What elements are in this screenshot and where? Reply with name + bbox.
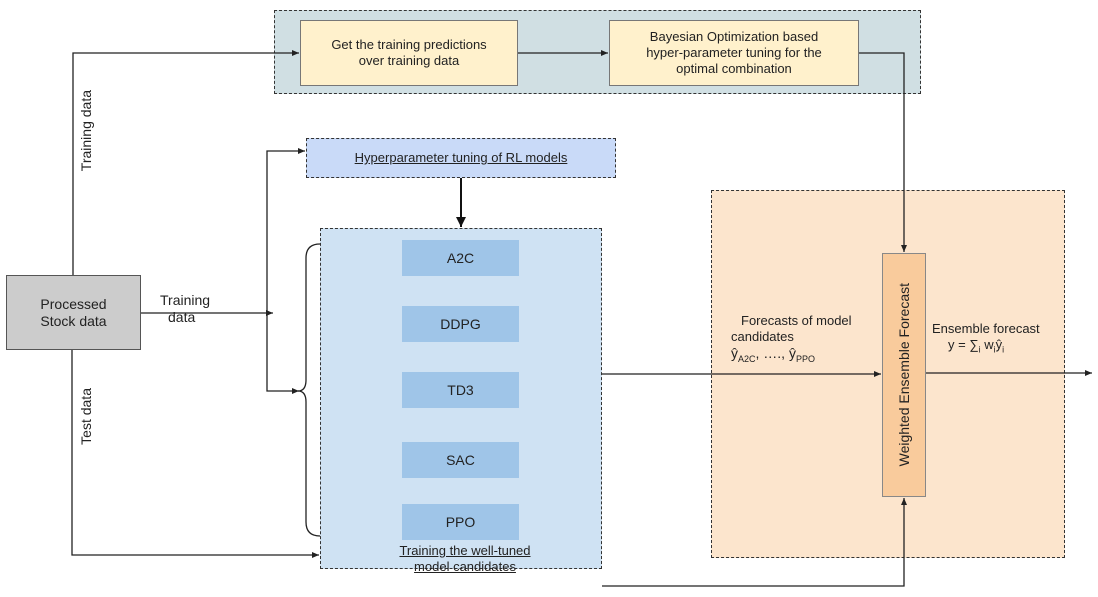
weighted-ensemble-forecast-box[interactable]: Weighted Ensemble Forecast	[882, 253, 926, 497]
model-ddpg-label: DDPG	[440, 315, 481, 332]
bayesian-line1: Bayesian Optimization based	[649, 29, 819, 44]
wire-test-data	[71, 350, 319, 558]
brace-icon	[297, 243, 321, 537]
formula-w-sub: i	[993, 344, 996, 355]
formula-w: w	[984, 337, 994, 352]
label-training-data-vertical: Training data	[78, 90, 98, 180]
forecasts-symbols: ŷA2C, …., ŷPPO	[731, 345, 881, 367]
ensemble-formula: y = ∑i wiŷi	[932, 337, 1062, 358]
wire-split-to-brace	[266, 313, 299, 394]
label-test-data-vertical: Test data	[78, 388, 98, 458]
model-a2c-label: A2C	[446, 249, 475, 266]
training-h-line2: data	[168, 309, 196, 325]
training-vertical-text: Training data	[78, 90, 94, 172]
formula-index: i	[978, 344, 981, 355]
ensemble-output-label: Ensemble forecast y = ∑i wiŷi	[932, 321, 1062, 358]
caption-line2: model candidates	[414, 559, 516, 574]
forecasts-line2: candidates	[731, 329, 794, 344]
y-hat-first-sub: A2C	[738, 353, 756, 364]
model-sac[interactable]: SAC	[402, 442, 519, 478]
ensemble-output-text: Ensemble forecast	[932, 321, 1040, 336]
label-training-data-horizontal: Training data	[160, 292, 230, 326]
forecasts-separator: , ….,	[755, 345, 786, 361]
wire-models-bottom-to-ensemble	[602, 498, 907, 587]
training-h-line1: Training	[160, 292, 211, 308]
processed-stock-data-box[interactable]: Processed Stock data	[6, 275, 141, 350]
forecasts-line1: Forecasts of model	[741, 313, 852, 328]
wire-training-to-top	[72, 50, 299, 275]
model-ppo[interactable]: PPO	[402, 504, 519, 540]
model-ddpg[interactable]: DDPG	[402, 306, 519, 342]
training-predictions-box[interactable]: Get the training predictions over traini…	[300, 20, 518, 86]
bayesian-line3: optimal combination	[676, 61, 792, 76]
training-predictions-line2: over training data	[358, 53, 460, 68]
model-candidates-caption: Training the well-tuned model candidates	[350, 543, 580, 575]
model-td3-label: TD3	[447, 381, 474, 398]
model-a2c[interactable]: A2C	[402, 240, 519, 276]
formula-yhat: ŷ	[995, 337, 1003, 352]
wire-split-to-hyper	[266, 148, 305, 313]
y-hat-last: ŷ	[788, 345, 796, 361]
hyperparameter-tuning-label: Hyperparameter tuning of RL models	[354, 150, 568, 165]
wire-step2-to-ensemble	[859, 52, 907, 252]
model-sac-label: SAC	[446, 451, 475, 468]
y-hat-last-sub: PPO	[795, 353, 815, 364]
y-hat-first: ŷ	[731, 345, 738, 361]
bayesian-line2: hyper-parameter tuning for the	[646, 45, 822, 60]
formula-lhs: y = ∑	[948, 337, 979, 352]
hyperparameter-tuning-box[interactable]: Hyperparameter tuning of RL models	[306, 138, 616, 178]
model-ppo-label: PPO	[445, 513, 476, 530]
model-td3[interactable]: TD3	[402, 372, 519, 408]
training-predictions-line1: Get the training predictions	[331, 37, 487, 52]
formula-yhat-sub: i	[1002, 344, 1005, 355]
forecasts-label: Forecasts of model candidates ŷA2C, …., …	[731, 313, 881, 367]
bayesian-optimization-box[interactable]: Bayesian Optimization based hyper-parame…	[609, 20, 859, 86]
processed-line1: Processed	[40, 295, 107, 312]
caption-line1: Training the well-tuned	[399, 543, 531, 558]
processed-line2: Stock data	[40, 312, 107, 329]
test-vertical-text: Test data	[78, 388, 94, 445]
